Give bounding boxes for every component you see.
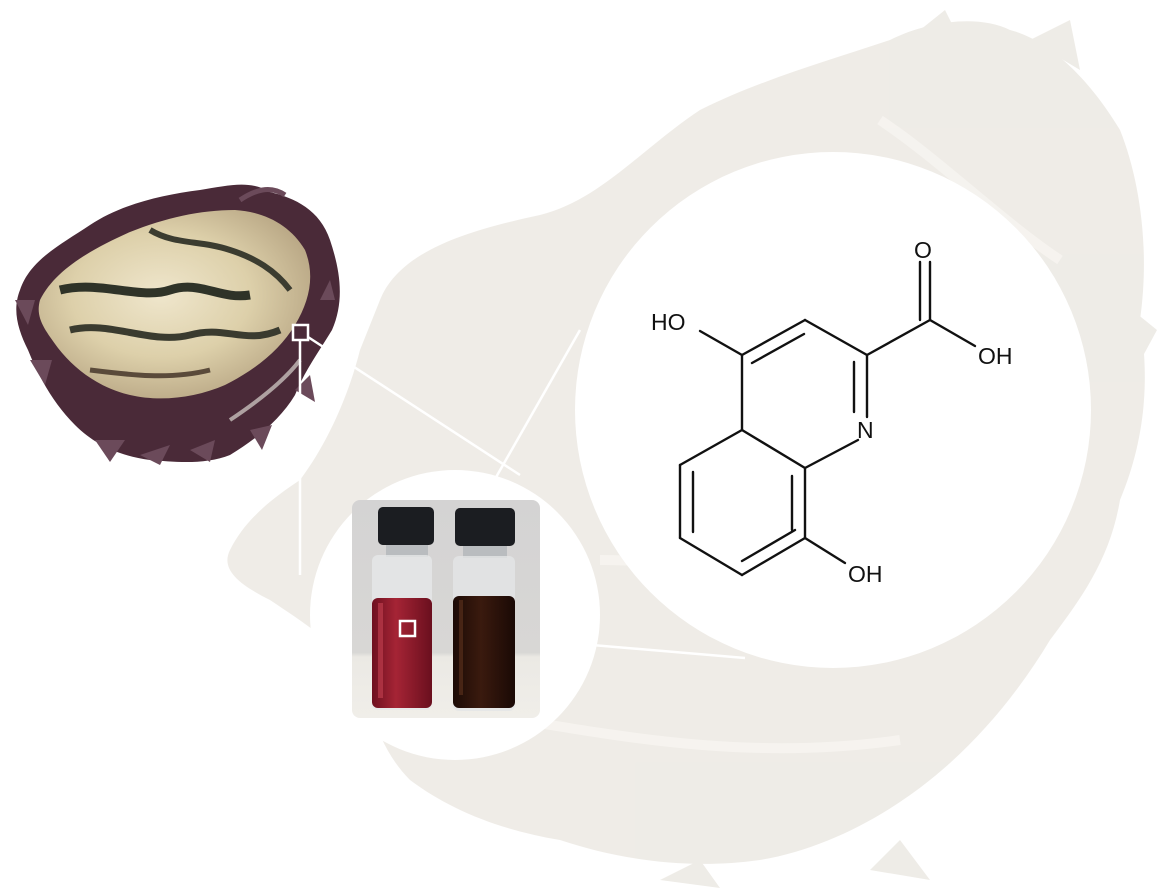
atom-hydroxyl-8: OH [848, 561, 883, 587]
bond-c4-oh [698, 329, 744, 357]
bond-c7-c8-double [740, 528, 797, 563]
vial-neck-left [386, 545, 428, 557]
vial-cap-left [378, 507, 434, 545]
atom-ring-nitrogen: N [857, 417, 874, 443]
vial-liquid-red [372, 598, 432, 708]
molecule-zoom-circle [575, 152, 1091, 668]
bond-c2-cooh [865, 318, 932, 357]
bond-c4-c3 [740, 318, 807, 357]
bond-c4a-c5 [678, 428, 744, 467]
bond-acid-oh [928, 318, 977, 348]
vial-zoom-marker [398, 619, 417, 638]
bond-c7-c8 [740, 536, 807, 577]
bond-n-c8a [803, 438, 860, 470]
bond-c6-c7 [678, 536, 744, 577]
vial-neck-right [463, 546, 507, 558]
atom-hydroxyl-4: HO [651, 309, 686, 335]
molecule-structure [678, 260, 977, 577]
callout-line-shell-to-molecule [307, 335, 521, 477]
oyster-shell-icon [15, 184, 340, 465]
atom-acid-hydroxyl: OH [978, 343, 1013, 369]
bond-c4-c3-double [750, 332, 806, 365]
vial-icon [352, 500, 540, 718]
bond-c8a-c4a [740, 428, 807, 470]
shell-zoom-marker [291, 323, 310, 342]
bond-c3-c2 [803, 318, 869, 357]
bond-c8-oh [803, 536, 847, 565]
vial-liquid-dark [453, 596, 515, 708]
atom-carbonyl-oxygen: O [914, 237, 932, 263]
vial-cap-right [455, 508, 515, 546]
